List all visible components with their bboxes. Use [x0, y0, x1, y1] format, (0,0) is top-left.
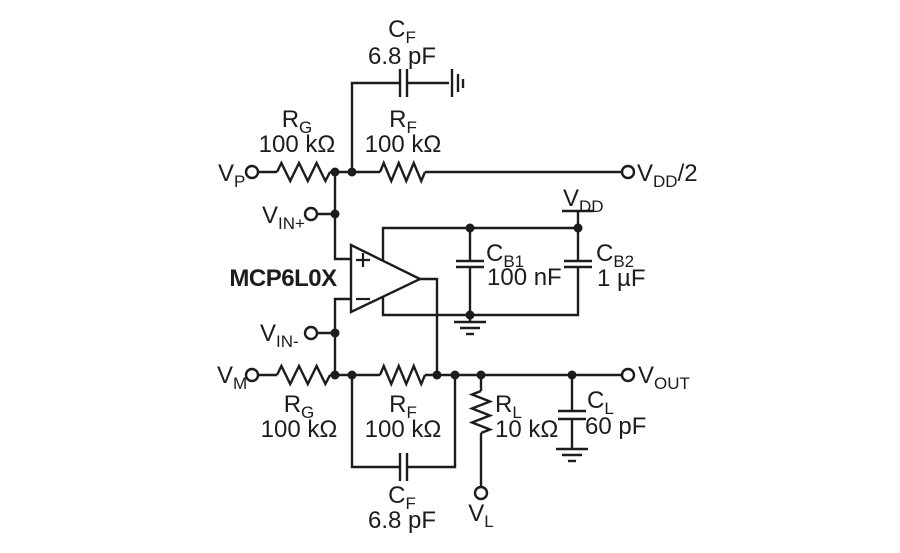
cf-bottom-value: 6.8 pF — [368, 507, 436, 534]
cl-label: CL — [587, 387, 614, 418]
wire-opamp-vpos-rail — [381, 226, 578, 261]
terminal-vm — [244, 367, 260, 383]
port-vdd-half-label: VDD/2 — [637, 160, 698, 191]
capacitor-cb2-icon — [564, 259, 592, 269]
wire-noninverting-input — [333, 172, 351, 261]
capacitor-cf-top-icon — [398, 69, 409, 97]
rf-bottom-label: RF — [389, 391, 417, 422]
cb1-value: 100 nF — [487, 264, 562, 291]
rf-top-label: RF — [389, 106, 417, 137]
port-vout-label: VOUT — [638, 362, 690, 393]
rg-top-value: 100 kΩ — [259, 131, 336, 158]
resistor-rf-top-icon — [378, 159, 427, 185]
cl-value: 60 pF — [585, 413, 646, 440]
cb1-label: CB1 — [486, 240, 524, 271]
opamp-part-number: MCP6L0X — [229, 265, 337, 292]
port-vm-label: VM — [217, 362, 247, 393]
plus-input-marker-icon — [356, 253, 370, 267]
cb2-value: 1 µF — [597, 265, 646, 292]
cf-top-label: CF — [388, 16, 416, 47]
opamp-triangle-icon — [349, 243, 423, 314]
terminal-vp — [244, 164, 260, 180]
junction-dot — [330, 167, 340, 177]
junction-dot — [432, 370, 442, 380]
capacitor-cf-bottom-icon — [398, 453, 409, 481]
ground-icon-cl — [556, 447, 588, 463]
cb2-label: CB2 — [596, 240, 634, 271]
ground-icon-cb1 — [454, 320, 486, 336]
resistor-rl-icon — [468, 389, 494, 435]
ground-icon-top — [450, 69, 465, 97]
wire-bottom-cf-left — [350, 375, 400, 469]
wire-opamp-output — [420, 277, 439, 375]
port-vin-minus-label: VIN- — [260, 320, 299, 351]
junction-dot — [476, 370, 486, 380]
wire-opamp-vneg-rail — [381, 267, 580, 317]
rg-top-label: RG — [282, 106, 313, 137]
cf-bottom-label: CF — [388, 482, 416, 513]
junction-dot — [465, 310, 475, 320]
capacitor-cl-icon — [558, 409, 586, 421]
vdd-supply-label: VDD — [563, 185, 604, 216]
resistor-rg-top-icon — [275, 160, 332, 184]
junction-dots — [330, 167, 583, 380]
wire-top-cf-left — [350, 81, 400, 172]
port-vin-plus-label: VIN+ — [262, 202, 305, 233]
junction-dot — [347, 167, 357, 177]
junction-dot — [330, 328, 340, 338]
junction-dot — [347, 370, 357, 380]
resistor-rg-bottom-icon — [275, 363, 332, 387]
rg-bottom-label: RG — [284, 391, 315, 422]
rf-bottom-value: 100 kΩ — [365, 416, 442, 443]
rl-label: RL — [495, 391, 522, 422]
junction-dot — [573, 223, 583, 233]
wire-inverting-input — [333, 297, 351, 375]
junction-dot — [567, 370, 577, 380]
resistor-rf-bottom-icon — [378, 362, 427, 388]
junction-dot — [465, 223, 475, 233]
capacitor-cb1-icon — [456, 259, 484, 269]
terminal-vin-minus — [303, 325, 319, 341]
junction-dot — [330, 209, 340, 219]
port-vl-label: VL — [468, 500, 493, 531]
rf-top-value: 100 kΩ — [365, 131, 442, 158]
port-vp-label: VP — [218, 160, 245, 191]
terminal-vl — [473, 485, 489, 501]
terminal-vdd-half — [620, 164, 636, 180]
rg-bottom-value: 100 kΩ — [261, 416, 338, 443]
cf-top-value: 6.8 pF — [368, 43, 436, 70]
junction-dot — [450, 370, 460, 380]
wire-bottom-cf-right — [407, 375, 457, 469]
rl-value: 10 kΩ — [495, 416, 558, 443]
terminal-vout — [620, 367, 636, 383]
junction-dot — [330, 370, 340, 380]
terminal-vin-plus — [303, 206, 319, 222]
